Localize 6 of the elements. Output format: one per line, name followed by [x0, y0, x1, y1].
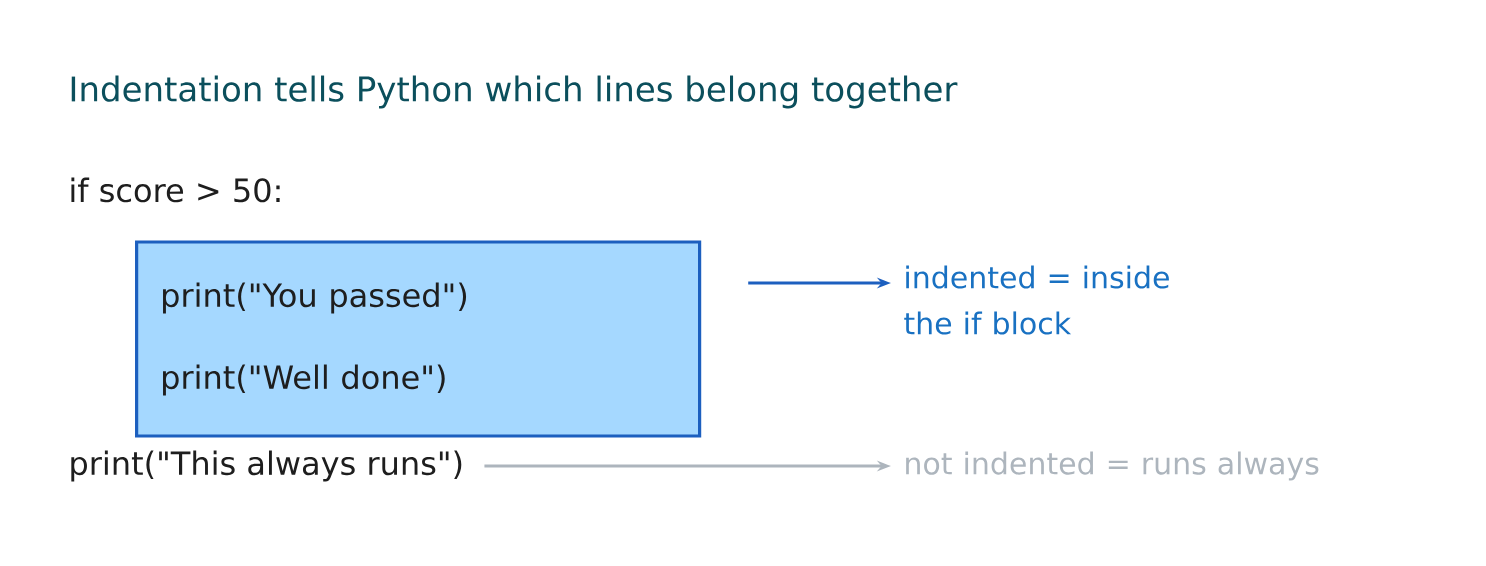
code-line: print("This always runs") [71, 450, 462, 482]
annotation-text: not indented = runs always [906, 451, 1319, 481]
code-block-box: print("You passed") print("Well done") [135, 240, 702, 438]
code-line: if score > 50: [71, 177, 280, 203]
title: Indentation tells Python which lines belong together [71, 75, 958, 109]
annotation-text: indented = inside the if block [904, 265, 1169, 335]
